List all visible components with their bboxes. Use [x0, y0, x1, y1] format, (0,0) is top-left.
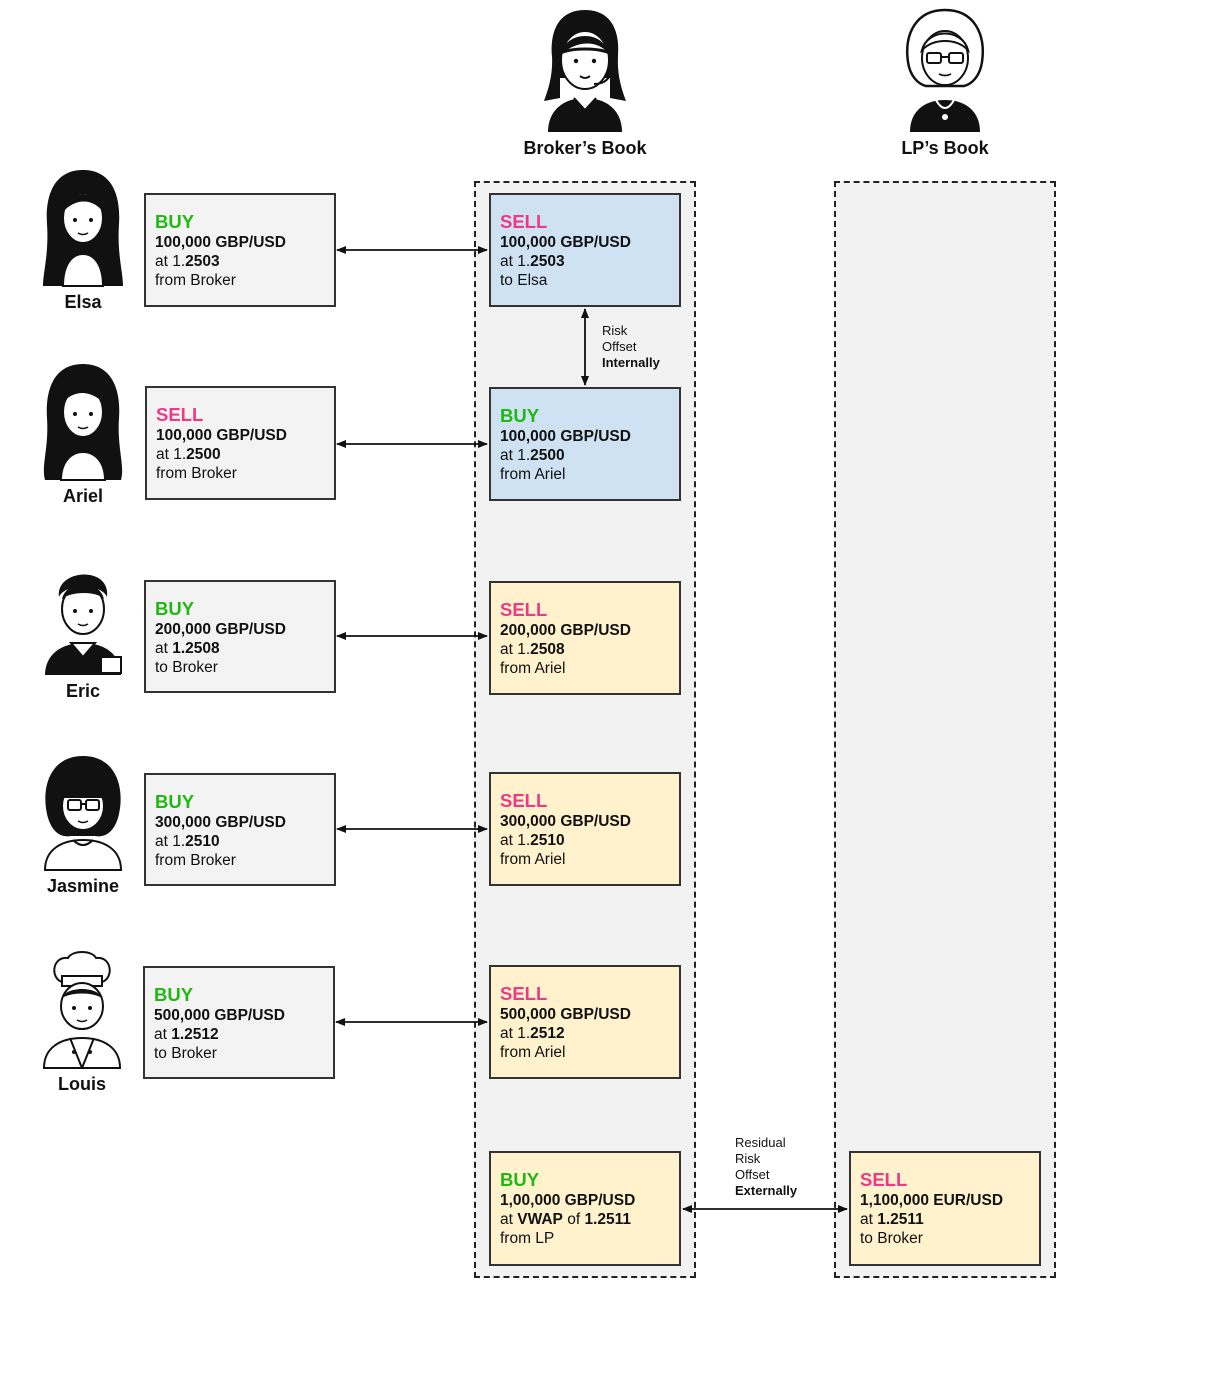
trade-side: SELL	[500, 211, 548, 232]
jasmine-avatar	[43, 756, 123, 871]
trade-party: from LP	[500, 1230, 555, 1247]
trade-qty: 100,000 GBP/USD	[500, 428, 631, 445]
client-elsa: Elsa	[23, 168, 143, 313]
client-trade-box-jasmine: BUY 300,000 GBP/USD at 1.2510 from Broke…	[144, 773, 336, 886]
broker-trade-box-1: SELL 100,000 GBP/USD at 1.2503 to Elsa	[489, 193, 681, 307]
trade-party: from Broker	[155, 272, 236, 289]
trade-side: SELL	[500, 790, 548, 811]
trade-price-line: at 1.2500	[500, 447, 565, 464]
trade-party: from Ariel	[500, 851, 566, 868]
broker-book-title: Broker’s Book	[523, 138, 647, 158]
trade-qty: 500,000 GBP/USD	[500, 1006, 631, 1023]
trade-party: from Ariel	[500, 660, 566, 677]
client-ariel: Ariel	[23, 362, 143, 507]
note-residual-risk-offset-externally: Residual Risk Offset Externally	[735, 1135, 798, 1198]
client-name: Jasmine	[46, 876, 120, 896]
trade-party: to Broker	[860, 1230, 923, 1247]
elsa-avatar	[43, 170, 123, 287]
lp-avatar	[898, 6, 992, 137]
client-name: Elsa	[64, 292, 102, 312]
trade-qty: 100,000 GBP/USD	[156, 427, 287, 444]
client-trade-box-ariel: SELL 100,000 GBP/USD at 1.2500 from Brok…	[145, 386, 336, 500]
trade-side: BUY	[154, 984, 194, 1005]
trade-side: SELL	[500, 599, 548, 620]
trade-price-line: at 1.2511	[860, 1211, 924, 1228]
client-louis: Louis	[22, 948, 142, 1095]
client-name: Eric	[65, 681, 101, 701]
broker-trade-box-4: SELL 300,000 GBP/USD at 1.2510 from Arie…	[489, 772, 681, 886]
lp-trade-box: SELL 1,100,000 EUR/USD at 1.2511 to Brok…	[849, 1151, 1041, 1266]
client-trade-box-louis: BUY 500,000 GBP/USD at 1.2512 to Broker	[143, 966, 335, 1079]
trade-party: from Broker	[155, 852, 236, 869]
lp-book-title: LP’s Book	[901, 138, 989, 158]
client-trade-box-elsa: BUY 100,000 GBP/USD at 1.2503 from Broke…	[144, 193, 336, 307]
client-jasmine: Jasmine	[23, 752, 143, 897]
trade-price-line: at 1.2512	[154, 1026, 219, 1043]
trade-qty: 200,000 GBP/USD	[500, 622, 631, 639]
lp-book-column	[834, 181, 1056, 1278]
trade-party: from Broker	[156, 465, 237, 482]
broker-trade-box-5: SELL 500,000 GBP/USD at 1.2512 from Arie…	[489, 965, 681, 1079]
trade-qty: 200,000 GBP/USD	[155, 621, 286, 638]
trade-qty: 100,000 GBP/USD	[500, 234, 631, 251]
trade-price-line: at 1.2503	[155, 253, 220, 270]
trade-qty: 500,000 GBP/USD	[154, 1007, 285, 1024]
trade-party: to Broker	[155, 659, 218, 676]
trade-price-line: at 1.2510	[155, 833, 220, 850]
trade-price-line: at 1.2512	[500, 1025, 565, 1042]
trade-qty: 1,00,000 GBP/USD	[500, 1192, 636, 1209]
trade-price-line: at VWAP of 1.2511	[500, 1211, 631, 1228]
trade-price-line: at 1.2510	[500, 832, 565, 849]
trade-side: SELL	[860, 1169, 908, 1190]
trade-party: to Elsa	[500, 272, 548, 289]
trade-side: BUY	[155, 598, 195, 619]
broker-trade-box-3: SELL 200,000 GBP/USD at 1.2508 from Arie…	[489, 581, 681, 695]
client-trade-box-eric: BUY 200,000 GBP/USD at 1.2508 to Broker	[144, 580, 336, 693]
broker-trade-box-2: BUY 100,000 GBP/USD at 1.2500 from Ariel	[489, 387, 681, 501]
trade-side: BUY	[500, 1169, 540, 1190]
trade-side: SELL	[156, 404, 204, 425]
broker-hedge-box: BUY 1,00,000 GBP/USD at VWAP of 1.2511 f…	[489, 1151, 681, 1266]
trade-qty: 300,000 GBP/USD	[500, 813, 631, 830]
note-risk-offset-internally: Risk Offset Internally	[602, 323, 660, 370]
trade-party: to Broker	[154, 1045, 217, 1062]
louis-avatar	[42, 951, 122, 1069]
trade-qty: 1,100,000 EUR/USD	[860, 1192, 1004, 1209]
ariel-avatar	[43, 364, 123, 481]
eric-avatar	[45, 574, 122, 675]
client-name: Louis	[58, 1074, 106, 1094]
client-name: Ariel	[62, 486, 104, 506]
trade-side: BUY	[500, 405, 540, 426]
client-eric: Eric	[23, 557, 143, 702]
trade-price-line: at 1.2508	[155, 640, 220, 657]
trade-qty: 100,000 GBP/USD	[155, 234, 286, 251]
trade-price-line: at 1.2508	[500, 641, 565, 658]
trade-qty: 300,000 GBP/USD	[155, 814, 286, 831]
trade-price-line: at 1.2500	[156, 446, 221, 463]
trade-party: from Ariel	[500, 1044, 566, 1061]
broker-avatar	[538, 6, 632, 137]
trade-side: SELL	[500, 983, 548, 1004]
trade-party: from Ariel	[500, 466, 566, 483]
trade-side: BUY	[155, 211, 195, 232]
trade-price-line: at 1.2503	[500, 253, 565, 270]
trade-side: BUY	[155, 791, 195, 812]
